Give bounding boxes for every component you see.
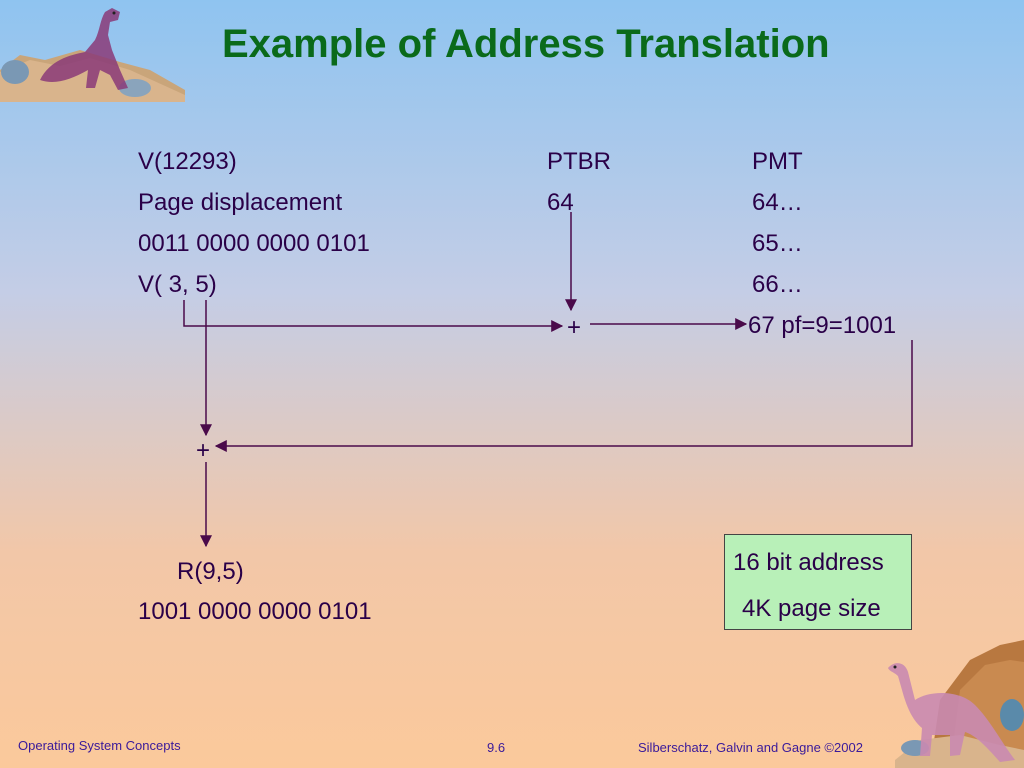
footer-copyright: Silberschatz, Galvin and Gagne ©2002	[638, 740, 863, 755]
info-box-page-size: 4K page size	[742, 595, 881, 622]
dinosaur-logo-top-left	[0, 8, 185, 102]
plus-operator-top: +	[567, 314, 582, 341]
ptbr-value: 64	[547, 189, 574, 216]
footer-slide-number: 9.6	[487, 740, 506, 755]
arrow-frame-to-plus	[214, 340, 913, 452]
real-address-pair: R(9,5)	[177, 558, 244, 585]
pmt-entry: 66…	[752, 271, 803, 298]
virtual-address-binary: 0011 0000 0000 0101	[138, 230, 370, 257]
pmt-label: PMT	[752, 148, 803, 175]
plus-operator-left: +	[196, 437, 211, 464]
pmt-entry: 65…	[752, 230, 803, 257]
arrow-page-to-plus	[183, 300, 564, 332]
footer-course-title: Operating System Concepts	[18, 738, 181, 753]
virtual-address-label: V(12293)	[138, 148, 237, 175]
slide-title: Example of Address Translation	[222, 22, 830, 66]
pmt-entry: 67 pf=9=1001	[748, 312, 897, 339]
virtual-address-pair: V( 3, 5)	[138, 271, 217, 298]
pmt-entry: 64…	[752, 189, 803, 216]
page-displacement-label: Page displacement	[138, 189, 343, 216]
real-address-binary: 1001 0000 0000 0101	[138, 598, 372, 625]
info-box: 16 bit address 4K page size	[724, 534, 912, 630]
ptbr-label: PTBR	[547, 148, 612, 175]
info-box-address-size: 16 bit address	[733, 549, 884, 576]
